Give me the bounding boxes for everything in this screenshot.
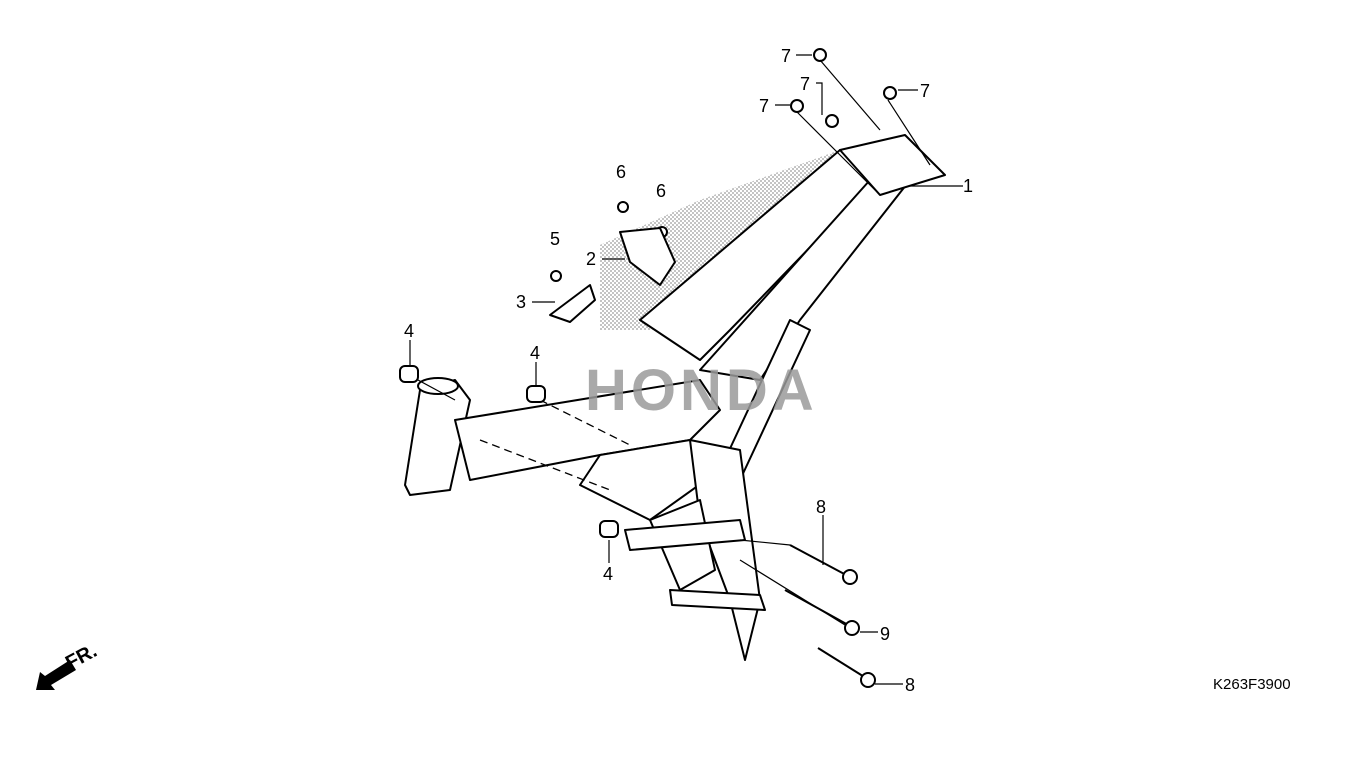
- callout-3: 3: [516, 292, 526, 312]
- callout-4: 4: [530, 343, 540, 363]
- front-direction-indicator: FR.: [36, 640, 101, 690]
- callout-7: 7: [759, 96, 769, 116]
- callout-6: 6: [656, 181, 666, 201]
- callout-7: 7: [920, 81, 930, 101]
- leader-lines: [409, 54, 963, 685]
- callout-2: 2: [586, 249, 596, 269]
- callouts: 1 2 3 4 4 4 5 6 6 7 7 7 7 8 8 9: [404, 46, 973, 695]
- head-pipe: [404, 379, 471, 496]
- callout-9: 9: [880, 624, 890, 644]
- callout-1: 1: [963, 176, 973, 196]
- callout-8: 8: [816, 497, 826, 517]
- callout-7: 7: [800, 74, 810, 94]
- frame-body: [404, 134, 946, 661]
- callout-5: 5: [550, 229, 560, 249]
- callout-4: 4: [404, 321, 414, 341]
- bracket-2: [619, 227, 676, 286]
- callout-4: 4: [603, 564, 613, 584]
- callout-6: 6: [616, 162, 626, 182]
- callout-8: 8: [905, 675, 915, 695]
- bracket-3: [549, 284, 596, 323]
- part-diagram-code: K263F3900: [1213, 676, 1291, 693]
- honda-watermark: HONDA: [585, 358, 818, 423]
- hardware: [399, 48, 897, 688]
- front-arrow-icon: [36, 660, 76, 690]
- callout-7: 7: [781, 46, 791, 66]
